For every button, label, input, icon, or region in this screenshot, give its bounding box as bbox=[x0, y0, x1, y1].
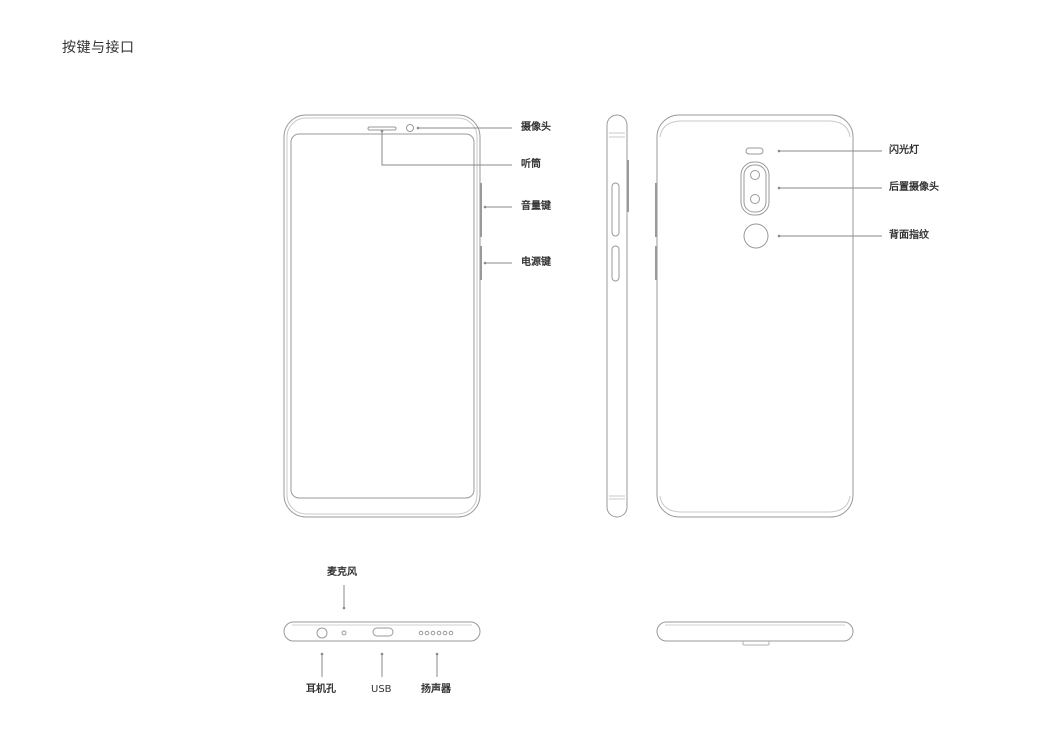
front-leaders bbox=[380, 126, 512, 265]
side-view-phone bbox=[606, 114, 629, 518]
front-camera-icon bbox=[406, 124, 414, 132]
page-title: 按键与接口 bbox=[62, 40, 135, 56]
label-camera: 摄像头 bbox=[521, 122, 551, 133]
usb-port-icon bbox=[372, 627, 394, 637]
speaker-grille-icon bbox=[418, 630, 454, 636]
rear-camera-lens-2 bbox=[750, 194, 760, 204]
label-flash: 闪光灯 bbox=[889, 145, 919, 156]
label-usb: USB bbox=[371, 684, 392, 695]
bottom-leaders bbox=[320, 585, 439, 677]
earpiece-slot bbox=[367, 126, 397, 131]
fingerprint-sensor bbox=[743, 223, 769, 249]
label-volume-key: 音量键 bbox=[521, 201, 551, 212]
microphone-hole-icon bbox=[341, 630, 347, 636]
headphone-jack-icon bbox=[316, 627, 328, 639]
bottom-view-phone bbox=[283, 621, 481, 642]
label-speaker: 扬声器 bbox=[421, 684, 451, 695]
back-view-phone bbox=[655, 114, 854, 518]
label-earpiece: 听筒 bbox=[521, 159, 541, 170]
label-power-key: 电源键 bbox=[521, 257, 551, 268]
label-microphone: 麦克风 bbox=[327, 567, 357, 578]
front-view-phone bbox=[283, 114, 482, 518]
label-fingerprint: 背面指纹 bbox=[889, 230, 929, 241]
label-headphone-jack: 耳机孔 bbox=[306, 684, 336, 695]
label-rear-camera: 后置摄像头 bbox=[889, 182, 939, 193]
flash-icon bbox=[745, 147, 764, 155]
back-leaders bbox=[777, 149, 882, 238]
rear-camera-lens-1 bbox=[750, 170, 760, 180]
top-view-phone bbox=[656, 621, 854, 646]
